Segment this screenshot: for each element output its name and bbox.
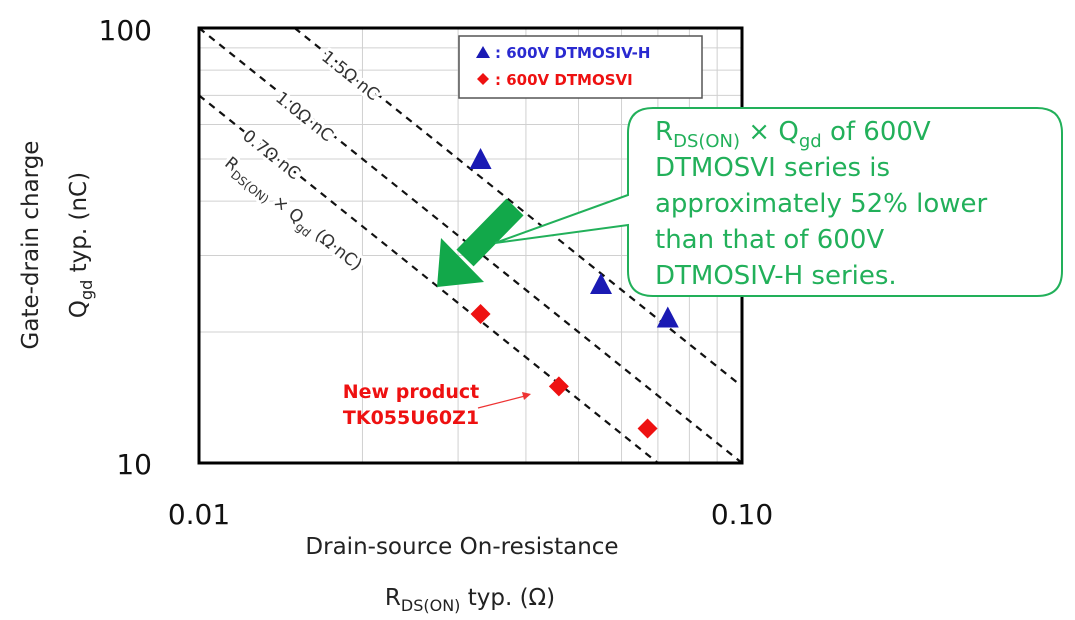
y-axis-label: Gate-drain charge bbox=[18, 141, 44, 350]
legend-triangle-icon bbox=[476, 46, 490, 58]
callout-box bbox=[494, 107, 1063, 297]
pointer-arrowhead-icon bbox=[522, 392, 531, 400]
y-tick-100: 100 bbox=[99, 14, 152, 47]
legend-box bbox=[458, 35, 703, 99]
legend-label-dtmosiv-h: : 600V DTMOSIV-H bbox=[495, 44, 650, 62]
data-point-triangle bbox=[469, 147, 492, 169]
arrow-head bbox=[437, 238, 484, 287]
data-point-diamond bbox=[470, 304, 491, 325]
callout-line-3: approximately 52% lower bbox=[655, 189, 988, 219]
legend-diamond-icon bbox=[477, 73, 489, 85]
new-product-pointer bbox=[477, 395, 526, 409]
x-axis-label-symbol: RDS(ON) typ. (Ω) bbox=[385, 585, 555, 615]
new-product-label: New product bbox=[343, 381, 479, 403]
y-tick-10: 10 bbox=[116, 448, 152, 481]
x-axis-label: Drain-source On-resistance bbox=[305, 534, 618, 560]
reference-lines bbox=[198, 27, 743, 464]
callout-line-4: than that of 600V bbox=[655, 225, 884, 255]
data-point-triangle bbox=[590, 272, 613, 294]
y-axis-label-symbol: Qgd typ. (nC) bbox=[66, 172, 96, 318]
arrow-shaft bbox=[456, 198, 524, 267]
new-product-part-number: TK055U60Z1 bbox=[343, 407, 479, 429]
ref-label-1-0: 1.0Ω·nC bbox=[271, 88, 337, 146]
data-point-triangle bbox=[656, 306, 679, 328]
callout: RDS(ON) × Qgd of 600V DTMOSVI series is … bbox=[494, 107, 1063, 297]
ref-label-1-5: 1.5Ω·nC bbox=[317, 47, 383, 105]
legend-label-dtmosvi: : 600V DTMOSVI bbox=[495, 71, 633, 89]
data-points bbox=[469, 147, 679, 439]
data-point-diamond bbox=[637, 418, 658, 439]
data-point-diamond bbox=[548, 376, 569, 397]
legend: : 600V DTMOSIV-H : 600V DTMOSVI bbox=[458, 35, 703, 99]
callout-line-1: RDS(ON) × Qgd of 600V bbox=[655, 117, 931, 152]
ref-label-0-7: 0.7Ω·nC bbox=[238, 126, 304, 184]
callout-line-2: DTMOSVI series is bbox=[655, 153, 890, 183]
x-tick-0-10: 0.10 bbox=[711, 498, 773, 531]
callout-line-5: DTMOSIV-H series. bbox=[655, 261, 897, 291]
x-tick-0-01: 0.01 bbox=[168, 498, 230, 531]
reference-line bbox=[293, 27, 743, 388]
reference-line bbox=[198, 94, 659, 464]
green-arrow bbox=[437, 198, 524, 287]
new-product-annotation: New product TK055U60Z1 bbox=[343, 381, 531, 429]
